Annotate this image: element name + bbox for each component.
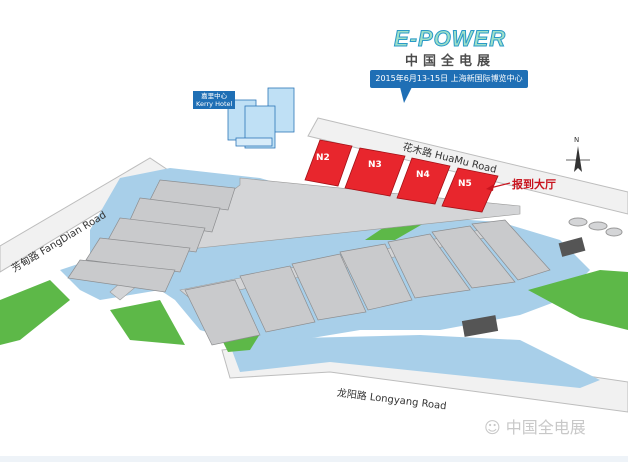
hall-n2-label: N2	[316, 153, 330, 163]
green-west	[0, 280, 70, 345]
watermark-text: 中国全电展	[505, 418, 586, 437]
highlighted-halls	[304, 139, 499, 213]
event-logo: E-POWER 中国全电展	[393, 26, 507, 70]
compass-north-label: N	[574, 136, 580, 144]
hotel-label-cn: 嘉里中心	[201, 92, 228, 100]
huamu-road	[307, 117, 628, 215]
green-sw	[110, 300, 185, 345]
water-south	[230, 335, 600, 388]
hall-n4-label: N4	[416, 170, 430, 180]
compass-icon	[566, 146, 590, 172]
hall-n3-label: N3	[368, 160, 382, 170]
registration-hall-label: 报到大厅	[512, 178, 556, 191]
hotel-label: 嘉里中心 Kerry Hotel	[193, 91, 236, 109]
watermark: ☺ 中国全电展	[484, 414, 586, 438]
building-east	[558, 237, 586, 257]
hotel-label-en: Kerry Hotel	[196, 100, 233, 108]
green-east	[528, 270, 628, 330]
wechat-icon: ☺	[484, 418, 501, 437]
bottom-bar	[0, 456, 628, 462]
event-info-callout: 2015年6月13-15日 上海新国际博览中心	[370, 70, 528, 88]
arrow-head-icon	[486, 184, 494, 191]
callout-tail	[400, 87, 412, 103]
east-pavilions	[568, 217, 623, 237]
west-halls	[67, 179, 236, 293]
logo-wordmark: E-POWER	[393, 26, 507, 52]
logo-subtitle: 中国全电展	[405, 54, 496, 69]
south-halls	[184, 219, 551, 346]
building-south	[461, 315, 499, 337]
kerry-hotel-building	[227, 87, 295, 149]
hall-n5-label: N5	[458, 179, 472, 189]
